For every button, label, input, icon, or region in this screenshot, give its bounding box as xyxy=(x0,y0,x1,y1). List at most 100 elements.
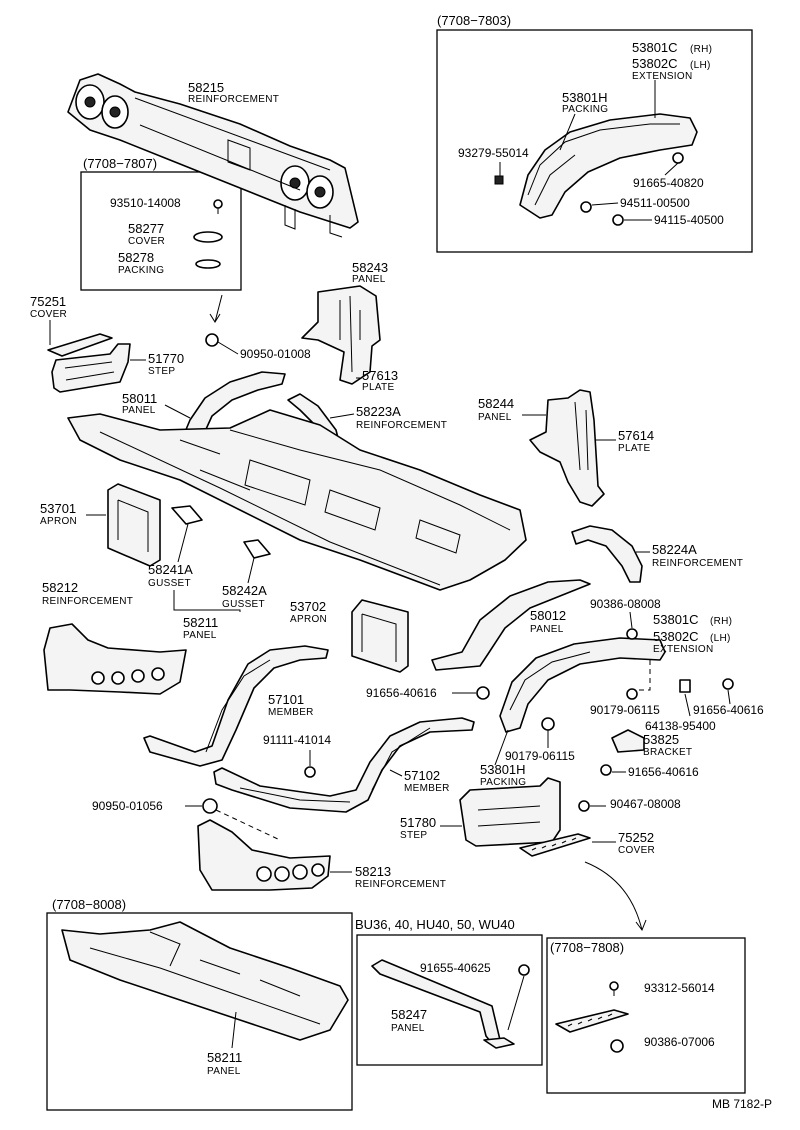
label-93510-14008: 93510-14008 xyxy=(110,196,181,210)
label-93312-56014: 93312-56014 xyxy=(644,981,715,995)
grommet-icon-90950-01008 xyxy=(205,333,219,347)
screw-icon-93312 xyxy=(609,981,619,991)
clip-icon xyxy=(494,175,504,185)
bolt-icon-90467 xyxy=(578,800,590,812)
label-58247-name: PANEL xyxy=(391,1023,425,1034)
label-91111-41014: 91111-41014 xyxy=(263,733,331,747)
group-label-7708-7808: (7708−7808) xyxy=(550,940,624,955)
label-53825-name: BRACKET xyxy=(643,747,692,758)
label-58215-name: REINFORCEMENT xyxy=(188,94,279,105)
label-91656-40616-left: 91656-40616 xyxy=(366,686,437,700)
label-58211-lower: 58211 xyxy=(207,1050,242,1065)
group-label-7708-8008: (7708−8008) xyxy=(52,897,126,912)
label-rh-lower: (RH) xyxy=(710,616,732,627)
label-90950-01056: 90950-01056 xyxy=(92,799,163,813)
label-75252-name: COVER xyxy=(618,845,655,856)
label-58277-name: COVER xyxy=(128,236,165,247)
label-58212: 58212 xyxy=(42,580,78,595)
label-90179-06115-lower: 90179-06115 xyxy=(505,749,575,763)
diagram-id: MB 7182-P xyxy=(712,1097,772,1111)
label-58224A: 58224A xyxy=(652,542,697,557)
nut-icon-94115 xyxy=(612,214,624,226)
label-91656-40616-bracket: 91656-40616 xyxy=(628,765,699,779)
label-51780: 51780 xyxy=(400,815,436,830)
apron-53702 xyxy=(351,599,409,673)
group-box-7708-7807 xyxy=(80,171,242,291)
label-51770-name: STEP xyxy=(148,366,175,377)
label-53801C-lower: 53801C xyxy=(653,612,699,627)
label-58241A-name: GUSSET xyxy=(148,578,191,589)
floor-panel-58211-alt xyxy=(61,921,349,1041)
group-label-models: BU36, 40, HU40, 50, WU40 xyxy=(355,917,515,932)
cover-icon-58277 xyxy=(193,231,223,243)
panel-58247 xyxy=(371,959,515,1049)
label-90467-08008: 90467-08008 xyxy=(610,797,681,811)
bracket-58211 xyxy=(173,590,241,612)
group-box-7708-7808 xyxy=(546,937,746,1094)
label-58211-upper-name: PANEL xyxy=(183,630,217,641)
label-58211-lower-name: PANEL xyxy=(207,1066,241,1077)
label-58242A: 58242A xyxy=(222,583,267,598)
label-90386-07006: 90386-07006 xyxy=(644,1035,715,1049)
label-58277: 58277 xyxy=(128,221,164,236)
label-58224A-name: REINFORCEMENT xyxy=(652,558,743,569)
bracket-53825 xyxy=(611,729,645,753)
label-91655-40625: 91655-40625 xyxy=(420,961,491,975)
label-extension-lower: EXTENSION xyxy=(653,644,714,655)
label-58241A: 58241A xyxy=(148,562,193,577)
arrow-down xyxy=(209,294,223,323)
label-91665-40820: 91665-40820 xyxy=(633,176,704,190)
label-57102-name: MEMBER xyxy=(404,783,450,794)
member-57102 xyxy=(213,717,475,813)
label-58212-name: REINFORCEMENT xyxy=(42,596,133,607)
gusset-58241A xyxy=(171,505,203,525)
label-58012: 58012 xyxy=(530,608,566,623)
nut-icon-90386-07006 xyxy=(610,1039,624,1053)
label-58244: 58244 xyxy=(478,396,514,411)
dash-reinforcement-58215 xyxy=(67,73,359,238)
label-93279-55014: 93279-55014 xyxy=(458,146,529,160)
wheel-arch-extension-lower xyxy=(499,637,666,733)
group-box-7708-7803 xyxy=(436,29,753,253)
screw-icon-93510 xyxy=(213,199,223,209)
label-58213-name: REINFORCEMENT xyxy=(355,879,446,890)
label-53702: 53702 xyxy=(290,599,326,614)
label-53801H-upper: 53801H xyxy=(562,90,608,105)
label-53802C-lower: 53802C xyxy=(653,629,699,644)
nut-icon-90179-upper xyxy=(626,688,638,700)
bolt-icon-91656-right xyxy=(722,678,734,690)
label-58244-name: PANEL xyxy=(478,412,512,423)
label-57613: 57613 xyxy=(362,368,398,383)
label-58011-name: PANEL xyxy=(122,405,156,416)
panel-58012 xyxy=(431,579,591,671)
nut-icon-94511 xyxy=(580,201,592,213)
bolt-icon-91656-left xyxy=(476,686,490,700)
label-58215: 58215 xyxy=(188,80,224,95)
grommet-icon-90950-01056 xyxy=(202,798,218,814)
label-64138-95400: 64138-95400 xyxy=(645,719,716,733)
panel-58243 xyxy=(301,285,381,385)
label-94511-00500: 94511-00500 xyxy=(620,196,690,210)
label-58223A-name: REINFORCEMENT xyxy=(356,420,447,431)
cover-detail-7808 xyxy=(555,1009,629,1033)
label-58243-name: PANEL xyxy=(352,274,386,285)
label-58242A-name: GUSSET xyxy=(222,599,265,610)
label-53802C-upper: 53802C xyxy=(632,56,678,71)
label-53701-name: APRON xyxy=(40,516,77,527)
reinforcement-58212 xyxy=(43,623,187,695)
label-lh-lower: (LH) xyxy=(710,633,731,644)
member-57101 xyxy=(143,645,329,767)
gusset-58242A xyxy=(243,539,271,559)
label-58211-upper: 58211 xyxy=(183,615,218,630)
label-53801C-upper: 53801C xyxy=(632,40,678,55)
nut-icon-90179-lower xyxy=(541,717,555,731)
group-box-7708-8008 xyxy=(46,912,353,1111)
dashed-line-extension xyxy=(636,660,651,691)
cover-75252 xyxy=(519,833,591,857)
label-57102: 57102 xyxy=(404,768,440,783)
label-extension-upper: EXTENSION xyxy=(632,71,693,82)
nut-icon-90386-08008 xyxy=(626,628,638,640)
label-58243: 58243 xyxy=(352,260,388,275)
nut-icon-91665 xyxy=(672,152,684,164)
